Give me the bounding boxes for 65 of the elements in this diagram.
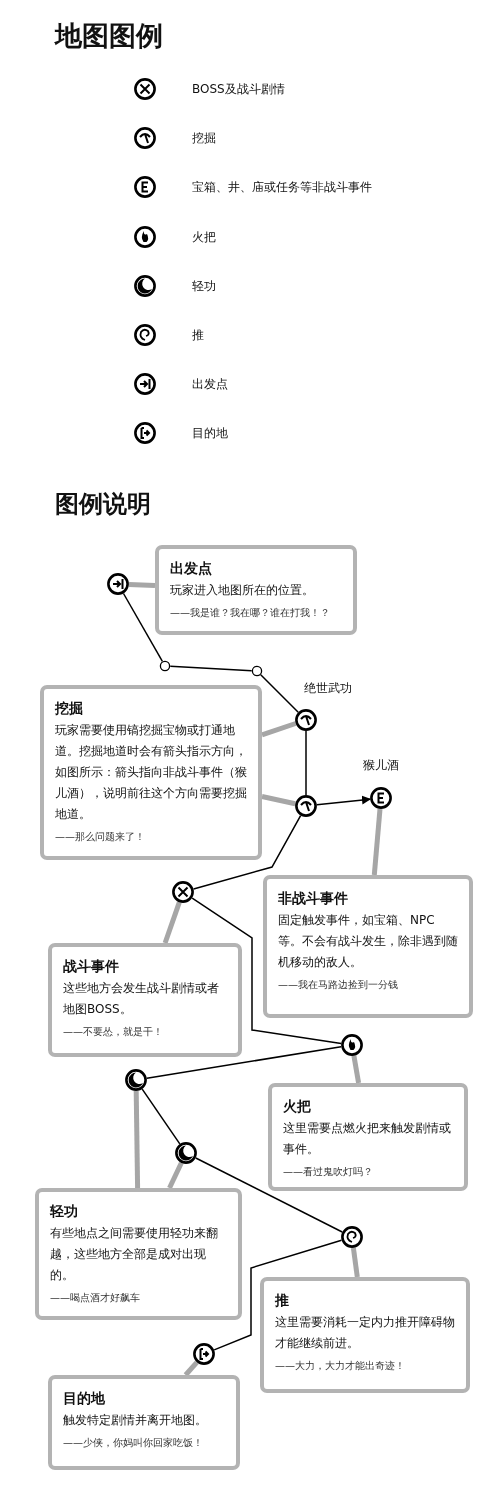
callout-box xyxy=(268,1083,468,1191)
callout-text: 玩家需要使用镐挖掘宝物或打通地道。挖掘地道时会有箭头指示方向，如图所示：箭头指向非战斗事件（猴儿酒），说明前往这个方向需要挖掘地道。 xyxy=(55,722,247,823)
callout-title: 战斗事件 xyxy=(63,957,120,976)
legend-label: 推 xyxy=(192,327,204,343)
callout-box xyxy=(260,1277,470,1393)
path-line xyxy=(122,592,164,663)
crossed-circle-icon xyxy=(171,880,195,904)
callout-text: 这些地方会发生战斗剧情或者地图BOSS。 xyxy=(63,980,220,1018)
path-line xyxy=(146,1046,342,1079)
callout-box xyxy=(48,943,242,1057)
callout-title: 挖掘 xyxy=(55,699,84,718)
callout-text: 玩家进入地图所在的位置。 xyxy=(170,582,315,599)
quote-text: ——少侠，你妈叫你回家吃饭！ xyxy=(63,1436,204,1450)
crescent-icon xyxy=(174,1141,198,1165)
pickaxe-icon xyxy=(294,708,318,732)
pickaxe-icon xyxy=(294,794,318,818)
path-line xyxy=(259,673,299,713)
callout-box xyxy=(155,545,357,635)
callout-title: 推 xyxy=(275,1291,290,1310)
quote-text: ——我在马路边捡到一分钱 xyxy=(278,978,399,992)
callout-title: 轻功 xyxy=(50,1202,79,1221)
arrow xyxy=(316,795,371,806)
callout-title: 非战斗事件 xyxy=(278,889,349,908)
path-line xyxy=(141,1088,181,1145)
callout-title: 出发点 xyxy=(170,559,213,578)
quote-text: ——我是谁？我在哪？谁在打我！？ xyxy=(170,606,331,620)
flame-icon xyxy=(340,1033,364,1057)
legend-label: 挖掘 xyxy=(192,130,216,147)
legend-label: BOSS及战斗剧情 xyxy=(192,81,285,97)
legend-label: 目的地 xyxy=(192,425,228,442)
callout-box xyxy=(40,685,262,860)
waypoint-dot xyxy=(251,665,263,677)
callout-title: 火把 xyxy=(283,1097,312,1116)
callout-text: 有些地点之间需要使用轻功来翻越，这些地方全部是成对出现的。 xyxy=(50,1225,219,1284)
path-line xyxy=(195,1157,343,1233)
quote-text: ——不要怂，就是干！ xyxy=(63,1025,164,1039)
path-line xyxy=(192,814,302,890)
legend-label: 宝箱、井、庙或任务等非战斗事件 xyxy=(192,179,372,196)
section-heading: 图例说明 xyxy=(55,489,151,520)
title: 地图图例 xyxy=(55,19,163,53)
callout-box xyxy=(48,1375,240,1470)
path-line xyxy=(169,665,253,672)
path-line xyxy=(213,1239,343,1351)
legend-label: 火把 xyxy=(192,228,216,245)
quote-text: ——那么问题来了！ xyxy=(55,830,146,844)
quote-text: ——大力，大力才能出奇迹！ xyxy=(275,1359,406,1373)
callout-title: 目的地 xyxy=(63,1389,106,1408)
place-label: 绝世武功 xyxy=(303,680,353,696)
callout-text: 这里需要消耗一定内力推开障碍物才能继续前进。 xyxy=(275,1314,455,1352)
callout-text: 这里需要点燃火把来触发剧情或事件。 xyxy=(283,1120,452,1158)
path-line xyxy=(191,897,342,1045)
letter-e-icon xyxy=(369,786,393,810)
callout-box xyxy=(263,875,473,1018)
callout-text: 触发特定剧情并离开地图。 xyxy=(63,1412,208,1429)
callout-text: 固定触发事件，如宝箱、NPC等。不会有战斗发生，除非遇到随机移动的敌人。 xyxy=(278,912,458,971)
legend-label: 轻功 xyxy=(192,277,216,294)
place-label: 猴儿酒 xyxy=(362,757,400,773)
path-line xyxy=(305,730,307,796)
crescent-icon xyxy=(124,1068,148,1092)
legend-label: 出发点 xyxy=(192,376,228,393)
quote-text: ——看过鬼吹灯吗？ xyxy=(283,1165,374,1179)
swirl-icon xyxy=(340,1225,364,1249)
quote-text: ——喝点酒才好飙车 xyxy=(50,1291,141,1305)
waypoint-dot xyxy=(159,660,171,672)
callout-box xyxy=(35,1188,242,1320)
